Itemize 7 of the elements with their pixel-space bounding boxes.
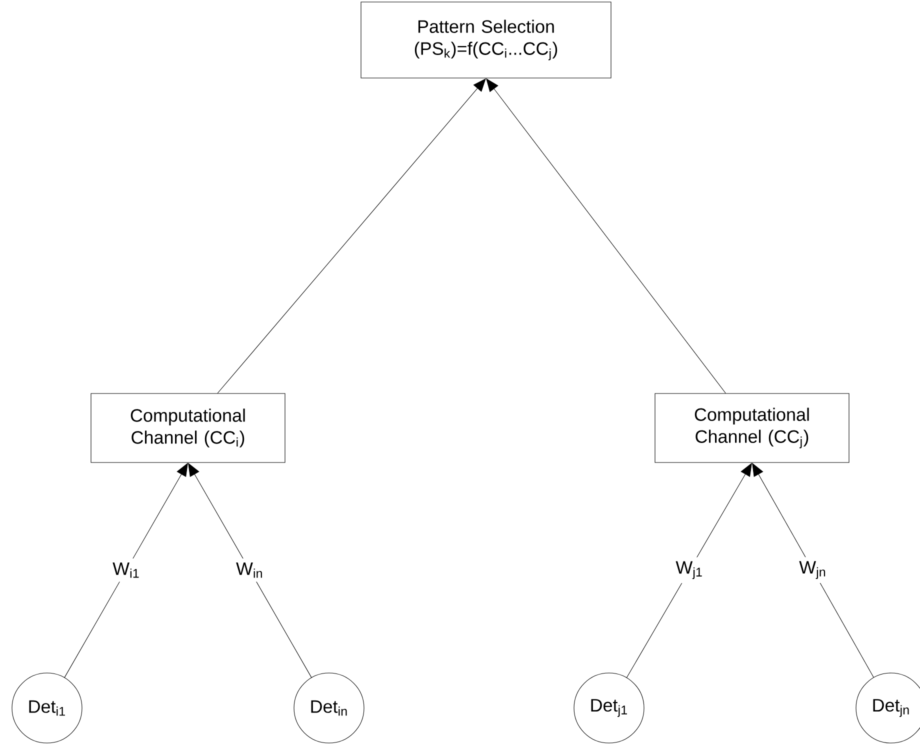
process-box: Computational Channel (CC$_{j}$) (654, 393, 850, 463)
process-box: Pattern Selection (PS$_{k}$)=f(CC$_{i}$...CC$_{j}$) (360, 2, 612, 78)
edge-label: W$_{i1}$ (108, 558, 144, 582)
edge-label: W$_{in}$ (232, 558, 268, 582)
process-box: Computational Channel (CC$_{i}$) (90, 393, 286, 463)
edge-label: W$_{jn}$ (795, 557, 831, 583)
edge-label: W$_{j1}$ (672, 557, 708, 584)
